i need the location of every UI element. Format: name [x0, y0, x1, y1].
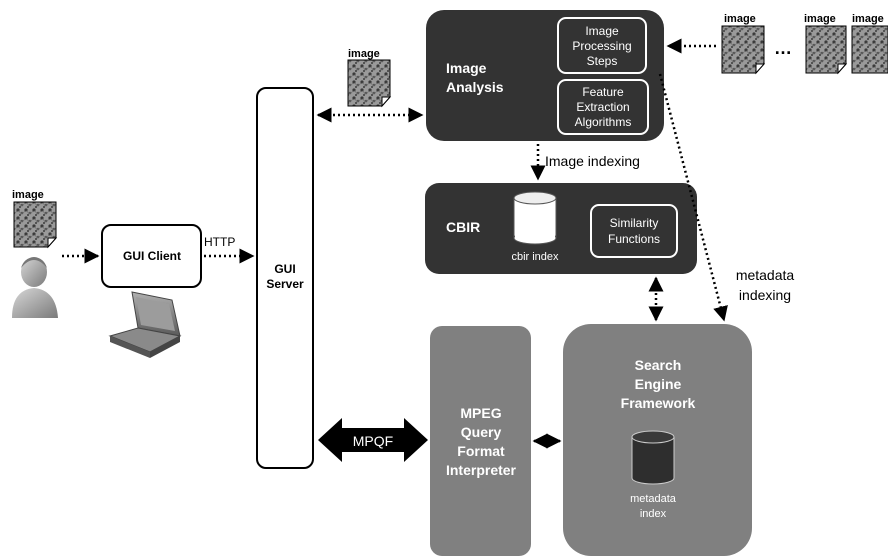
sef-label-3: Framework — [621, 395, 696, 411]
gui-server-label-2: Server — [266, 277, 304, 291]
ips-label-3: Steps — [587, 54, 618, 68]
gui-client-label: GUI Client — [123, 249, 181, 263]
fea-label-2: Extraction — [576, 100, 629, 114]
image-analysis-label-1: Image — [446, 60, 487, 76]
ips-label-1: Image — [585, 24, 619, 38]
cbir-label: CBIR — [446, 219, 480, 235]
image-label-top-3: image — [852, 13, 884, 25]
similarity-functions-box — [590, 204, 678, 258]
mpeg-label-1: MPEG — [460, 405, 501, 421]
sef-label-1: Search — [635, 357, 682, 373]
image-indexing-label: Image indexing — [545, 153, 640, 169]
mpqf-double-arrow — [318, 418, 428, 462]
image-label-top-1: image — [724, 13, 756, 25]
image-label-left: image — [12, 189, 44, 201]
database-icon — [631, 430, 675, 485]
http-label: HTTP — [204, 235, 235, 249]
image-label-top-2: image — [804, 13, 836, 25]
image-analysis-label-2: Analysis — [446, 79, 504, 95]
ips-label-2: Processing — [572, 39, 631, 53]
ellipsis: … — [774, 38, 792, 58]
metadata-index-label-2: index — [640, 508, 667, 520]
image-thumbnail-top-1: image — [721, 13, 766, 75]
mpeg-label-3: Format — [457, 443, 505, 459]
arrow-metadata-indexing — [658, 73, 728, 322]
fea-label-1: Feature — [582, 85, 624, 99]
feature-extraction-box — [557, 79, 649, 135]
cbir-index-label: cbir index — [511, 251, 559, 263]
image-thumbnail-top-3: image — [851, 13, 888, 74]
fea-label-3: Algorithms — [575, 115, 632, 129]
mpeg-interpreter-box — [430, 326, 531, 556]
laptop-icon — [108, 291, 182, 358]
image-thumbnail-server: image — [347, 48, 392, 108]
sim-label-2: Functions — [608, 232, 660, 246]
database-icon — [513, 191, 557, 245]
image-thumbnail-left: image — [12, 189, 58, 249]
metadata-indexing-label-2: indexing — [739, 287, 791, 303]
metadata-index-label-1: metadata — [630, 493, 677, 505]
mpeg-label-4: Interpreter — [446, 462, 517, 478]
sef-label-2: Engine — [635, 376, 682, 392]
user-icon — [12, 257, 58, 318]
gui-server-box — [256, 87, 314, 469]
mpqf-label: MPQF — [353, 433, 393, 449]
gui-server-label-1: GUI — [274, 262, 295, 276]
image-thumbnail-icon — [851, 25, 888, 74]
mpeg-label-2: Query — [461, 424, 502, 440]
image-label-server: image — [348, 48, 380, 60]
sim-label-1: Similarity — [610, 216, 659, 230]
metadata-indexing-label-1: metadata — [736, 267, 795, 283]
image-processing-steps-box — [557, 17, 647, 74]
gui-client-box — [101, 224, 202, 288]
image-thumbnail-top-2: image — [804, 13, 848, 75]
